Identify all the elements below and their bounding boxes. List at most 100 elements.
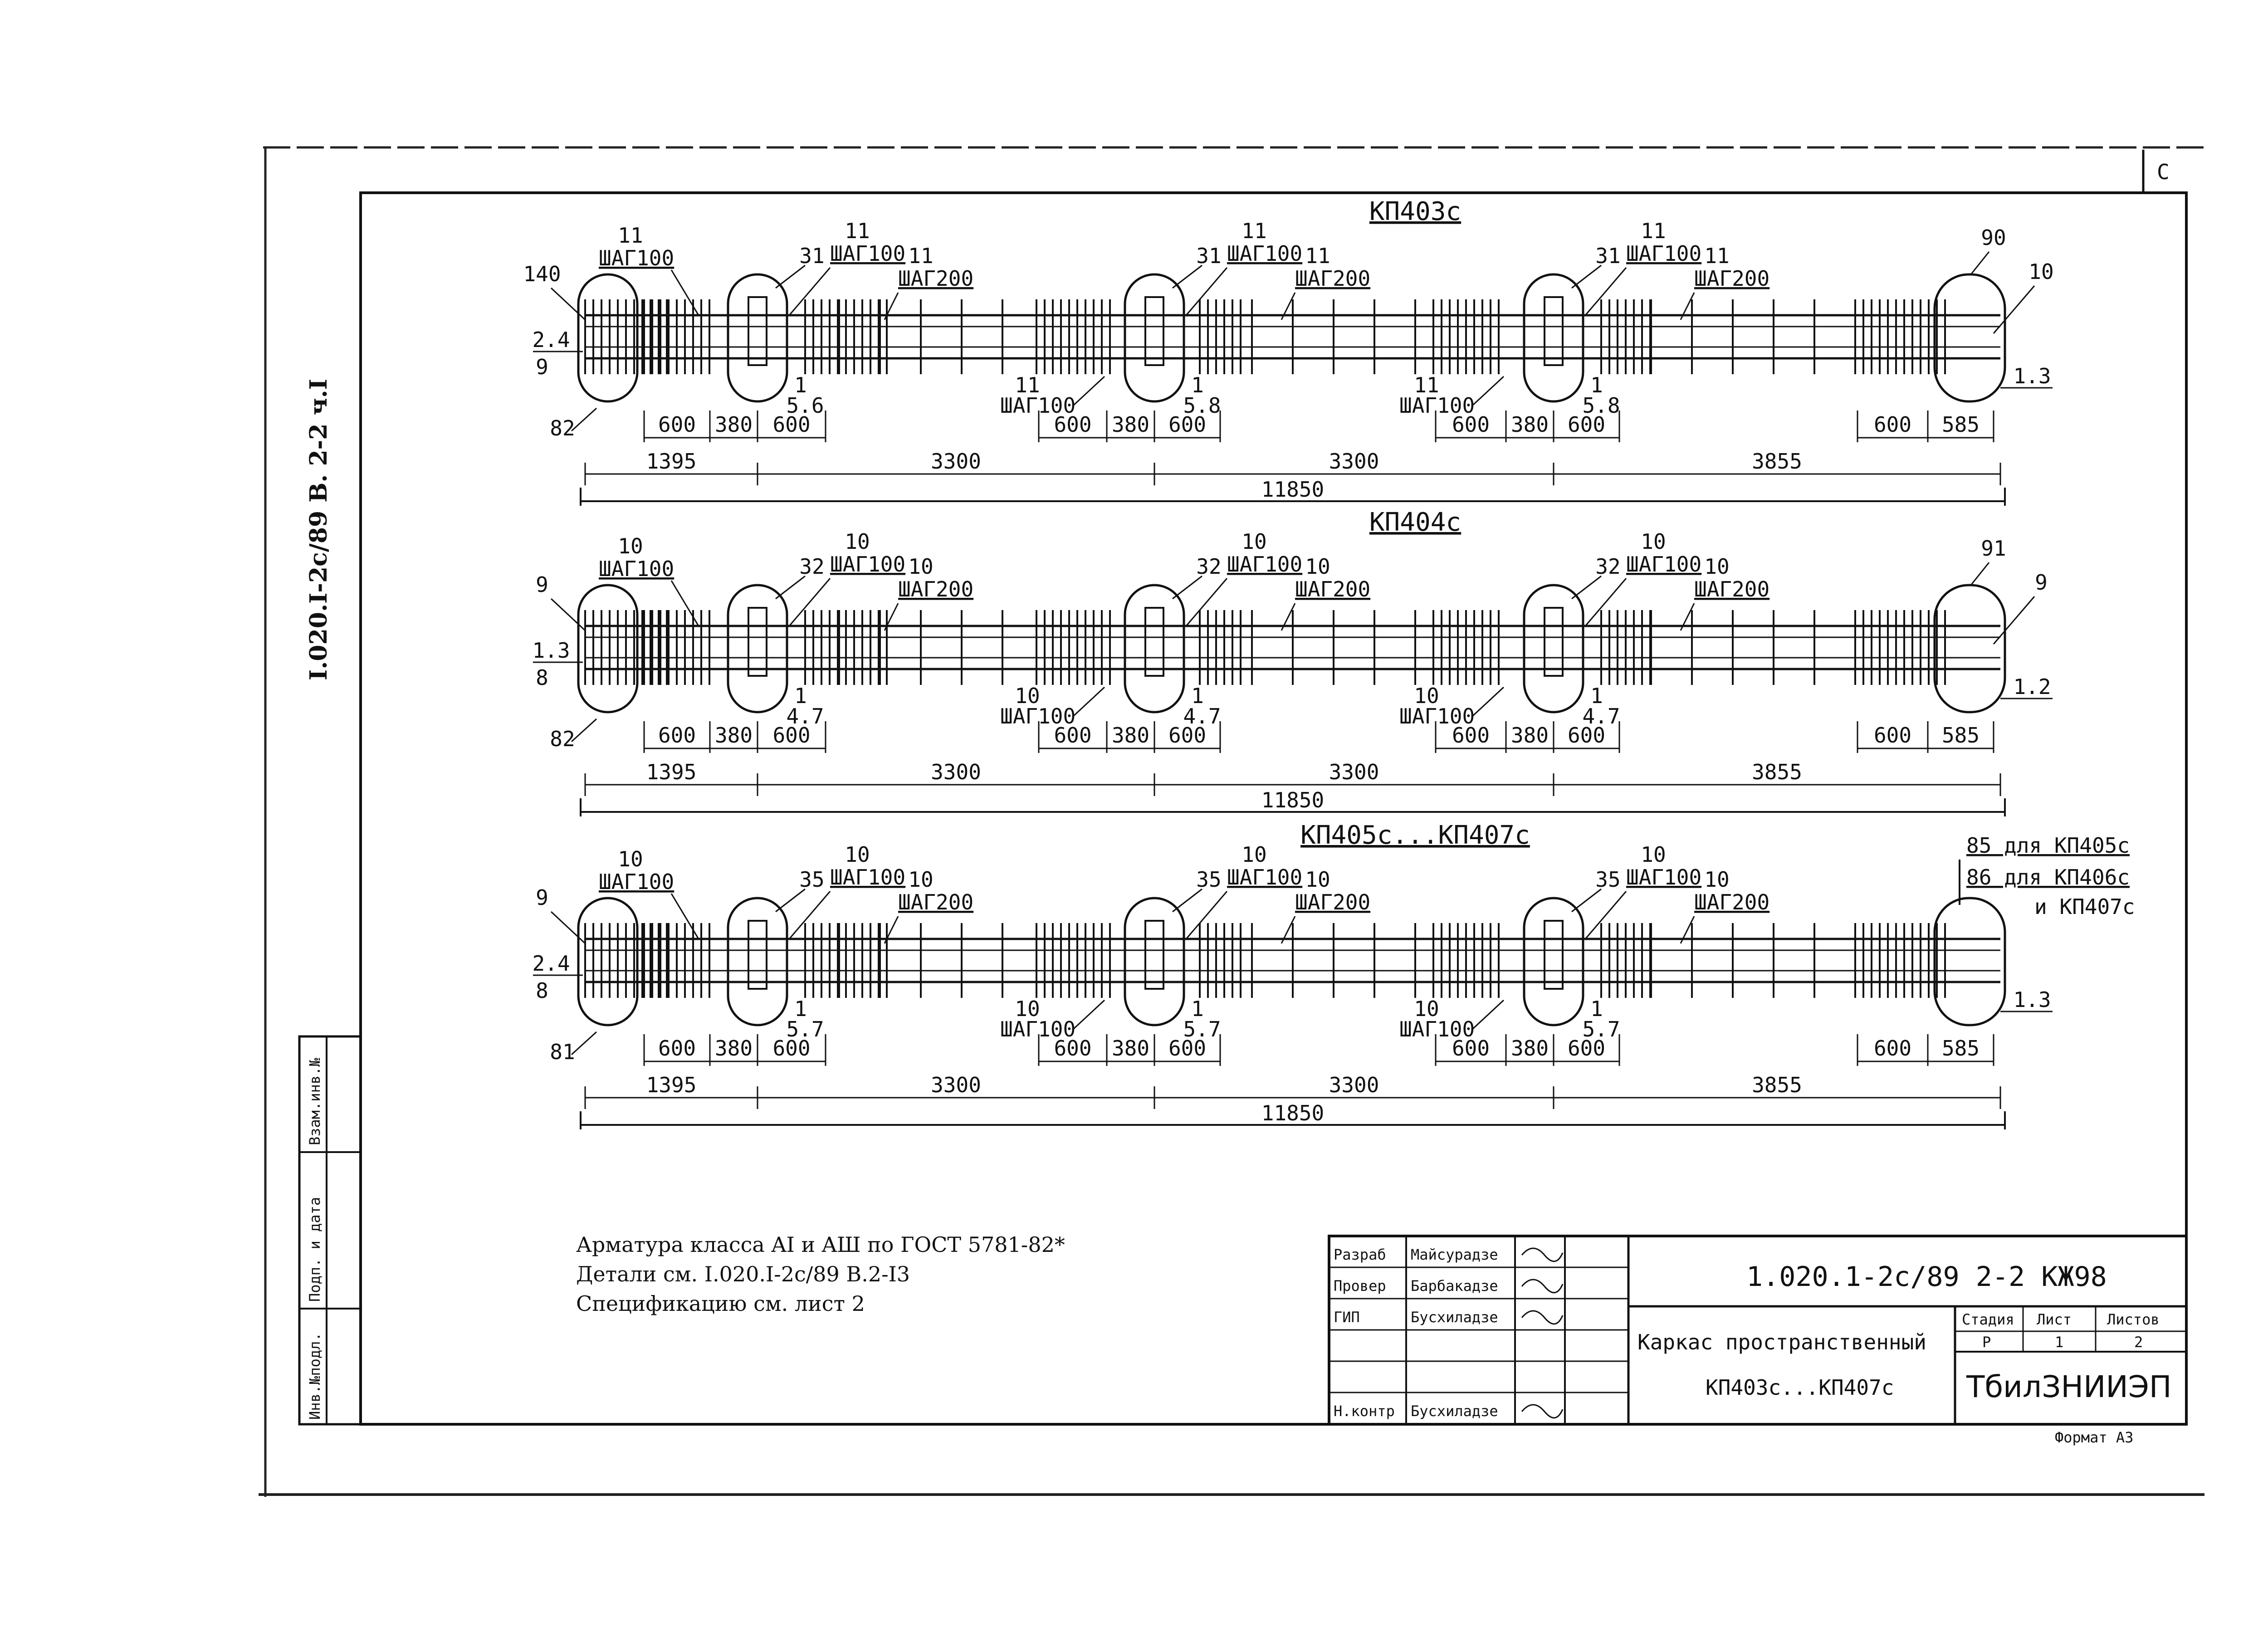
step-100-label: ШАГ100 xyxy=(1227,865,1302,889)
stirrup-leader xyxy=(1571,264,1602,289)
bar-200-code: 10 xyxy=(1704,554,1729,579)
step-leader xyxy=(1281,292,1296,320)
stirrup-code: 32 xyxy=(1595,554,1620,579)
tb-role: ГИП xyxy=(1334,1309,1360,1326)
stirrup-detail xyxy=(1544,607,1564,677)
dim-small: 380 xyxy=(1112,723,1149,748)
total-dim: 11850 xyxy=(1261,1101,1324,1125)
stirrup-cage xyxy=(1523,584,1584,713)
stirrup-note: 5.7 xyxy=(1183,1017,1221,1041)
right-end-code: 90 xyxy=(1981,225,2006,250)
drawing-frame xyxy=(359,191,2188,1426)
dim-small: 600 xyxy=(772,412,810,437)
stirrup-code: 35 xyxy=(1196,867,1221,892)
step-100-label: ШАГ100 xyxy=(1626,865,1701,889)
dim-small: 600 xyxy=(1054,1036,1091,1060)
stirrup-cage xyxy=(1124,897,1185,1026)
dim-small: 600 xyxy=(1874,723,1911,748)
signature xyxy=(1521,1279,1564,1294)
step-200-label: ШАГ200 xyxy=(1295,577,1370,601)
val-sheet: 1 xyxy=(2055,1334,2063,1351)
dim-small: 380 xyxy=(1511,412,1549,437)
step-leader xyxy=(1584,267,1627,316)
dim-small: 600 xyxy=(772,723,810,748)
span-dim: 3855 xyxy=(1752,1073,1802,1097)
stirrup-note: 5.7 xyxy=(786,1017,824,1041)
stirrup-leader xyxy=(1571,575,1602,600)
dim-small: 600 xyxy=(1874,412,1911,437)
tb-name: Барбакадзе xyxy=(1411,1277,1498,1295)
bar-top-code: 11 xyxy=(1641,219,1666,243)
product-name-line1: Каркас пространственный xyxy=(1637,1330,1926,1354)
stirrup-detail xyxy=(748,607,767,677)
step-100-bottom-label: ШАГ100 xyxy=(1399,393,1475,418)
left-side-code: 2.4 xyxy=(532,951,570,976)
span-dim: 3300 xyxy=(1329,1073,1379,1097)
dim-small: 585 xyxy=(1942,723,1980,748)
step-leader xyxy=(1680,603,1695,631)
bar-bottom-code: 10 xyxy=(1015,684,1040,708)
tb-role: Разраб xyxy=(1334,1246,1386,1263)
stirrup-bar-code: 1 xyxy=(794,373,807,397)
span-dim: 1395 xyxy=(646,449,697,474)
step-100-label: ШАГ100 xyxy=(830,241,905,266)
doc-code: 1.020.1-2с/89 2-2 КЖ98 xyxy=(1746,1261,2107,1293)
stirrup-bar-code: 1 xyxy=(794,684,807,708)
step-leader xyxy=(788,267,831,316)
step-leader xyxy=(1072,686,1105,718)
frame-title: КП405с...КП407с xyxy=(1300,821,1530,850)
dim-small: 600 xyxy=(1054,412,1091,437)
step-leader xyxy=(670,580,699,626)
step-leader xyxy=(1680,292,1695,320)
side-document-code: I.020.I-2с/89 В. 2-2 ч.I xyxy=(305,379,332,680)
step-leader xyxy=(1072,376,1105,407)
right-note-3: и КП407с xyxy=(2034,894,2135,919)
tb-role: Н.контр xyxy=(1334,1402,1395,1420)
step-200-label: ШАГ200 xyxy=(898,266,973,291)
step-leader xyxy=(1471,376,1505,407)
dim-small: 600 xyxy=(1568,1036,1605,1060)
stirrup-bar-code: 1 xyxy=(1191,997,1204,1021)
left-end-code: 140 xyxy=(523,262,561,286)
span-dim: 3300 xyxy=(931,449,981,474)
dim-small: 585 xyxy=(1942,412,1980,437)
left-bottom-code: 82 xyxy=(550,416,575,440)
left-bottom-code: 81 xyxy=(550,1040,575,1064)
left-bar-code: 10 xyxy=(618,847,643,871)
end-leader xyxy=(571,407,597,432)
left-end-code: 9 xyxy=(536,572,548,597)
left-side-code: 1.3 xyxy=(532,638,570,663)
dim-small: 380 xyxy=(1511,1036,1549,1060)
span-dim: 3300 xyxy=(1329,449,1379,474)
dim-small: 600 xyxy=(1168,412,1206,437)
bar-top-code: 10 xyxy=(1242,842,1266,867)
step-100-label: ШАГ100 xyxy=(1227,552,1302,577)
stirrup-bar-code: 1 xyxy=(1590,373,1603,397)
end-leader xyxy=(1993,285,2035,334)
dim-small: 600 xyxy=(1452,412,1490,437)
bar-bottom-code: 11 xyxy=(1015,373,1040,397)
step-200-label: ШАГ200 xyxy=(898,577,973,601)
dim-small: 600 xyxy=(1452,1036,1490,1060)
stirrup-detail xyxy=(1544,920,1564,990)
dim-small: 380 xyxy=(1511,723,1549,748)
general-notes: Арматура класса AI и AШ по ГОСТ 5781-82*… xyxy=(576,1232,1065,1316)
step-200-label: ШАГ200 xyxy=(1694,890,1769,914)
corner-mark: С xyxy=(2157,160,2170,184)
note-specification: Спецификацию см. лист 2 xyxy=(576,1291,865,1316)
bar-200-code: 11 xyxy=(1305,244,1330,268)
stamp-inv-podl: Инв.№подл. xyxy=(306,1332,323,1420)
step-100-bottom-label: ШАГ100 xyxy=(1000,704,1075,728)
left-stamp: Инв.№подл. Подп. и дата Взам.инв.№ xyxy=(298,1035,362,1426)
right-side-code: 1.3 xyxy=(2013,364,2051,388)
step-leader xyxy=(1185,891,1228,939)
end-leader xyxy=(571,718,597,743)
stirrup-leader xyxy=(1172,888,1202,913)
stirrup-bar-code: 1 xyxy=(1191,684,1204,708)
left-bottom-code: 82 xyxy=(550,727,575,751)
step-200-label: ШАГ200 xyxy=(898,890,973,914)
stirrup-cage xyxy=(1124,584,1185,713)
end-cage-right xyxy=(1933,584,2006,713)
